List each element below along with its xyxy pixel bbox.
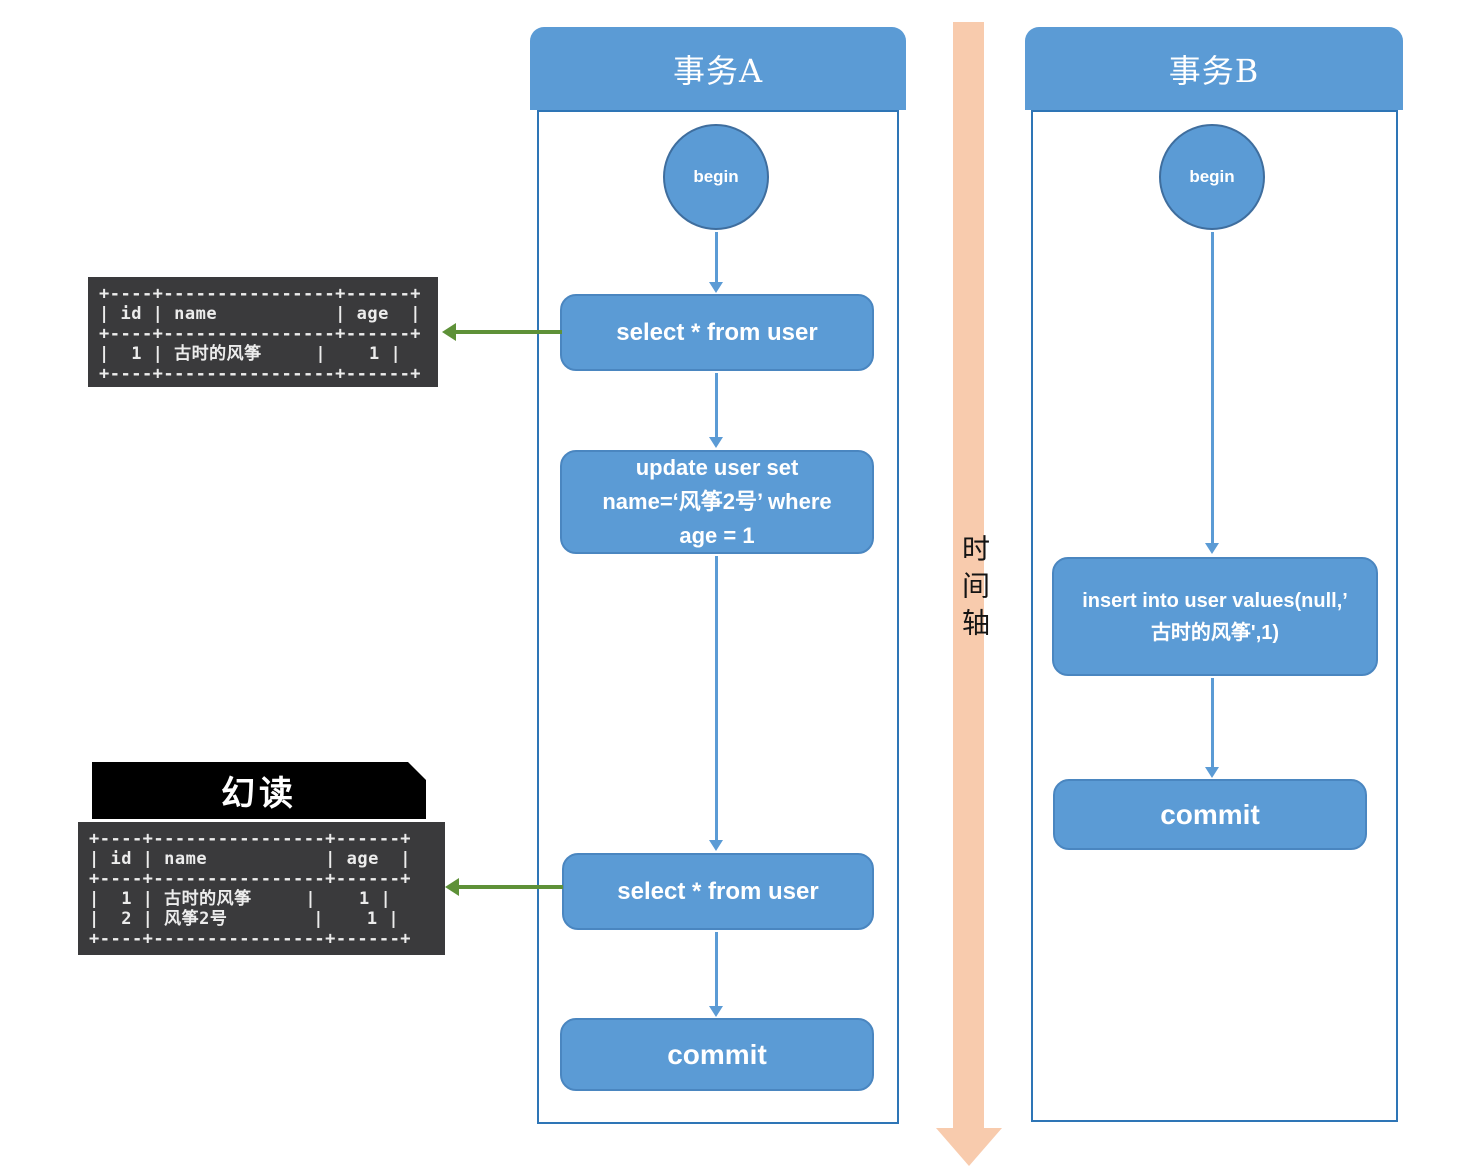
transaction-a-arrow-select2-to-commit: [709, 932, 723, 1017]
transaction-a-select2-node: select * from user: [562, 853, 874, 930]
query-result-table-1: +----+----------------+------+ | id | na…: [88, 277, 438, 387]
transaction-a-arrow-begin-to-select: [709, 232, 723, 293]
transaction-a-arrow-select-to-update: [709, 373, 723, 448]
query-result-arrow-2: [445, 878, 563, 896]
transaction-a-header: 事务A: [530, 27, 906, 110]
timeline-label: 时间轴: [958, 534, 991, 645]
transaction-b-arrow-insert-to-commit: [1205, 678, 1219, 778]
transaction-a-begin-node: begin: [663, 124, 769, 230]
query-result-table-2-text: +----+----------------+------+ | id | na…: [89, 829, 412, 950]
transaction-b-lane: [1031, 110, 1398, 1122]
transaction-a-commit-node: commit: [560, 1018, 874, 1091]
phantom-read-badge: 幻读: [92, 762, 426, 819]
transaction-b-begin-node: begin: [1159, 124, 1265, 230]
transaction-b-insert-node: insert into user values(null,’ 古时的风筝',1): [1052, 557, 1378, 676]
query-result-arrow-1: [442, 323, 562, 341]
transaction-a-arrow-update-to-select2: [709, 556, 723, 851]
transaction-b-commit-node: commit: [1053, 779, 1367, 850]
transaction-a-lane: [537, 110, 899, 1124]
timeline-arrowhead-icon: [936, 1128, 1002, 1166]
timeline-axis: [953, 22, 984, 1129]
transaction-a-update-node: update user set name=‘风筝2号’ where age = …: [560, 450, 874, 554]
query-result-table-1-text: +----+----------------+------+ | id | na…: [99, 284, 422, 385]
transaction-a-select1-node: select * from user: [560, 294, 874, 371]
transaction-b-header: 事务B: [1025, 27, 1403, 110]
query-result-table-2: +----+----------------+------+ | id | na…: [78, 822, 445, 955]
transaction-b-arrow-begin-to-insert: [1205, 232, 1219, 554]
